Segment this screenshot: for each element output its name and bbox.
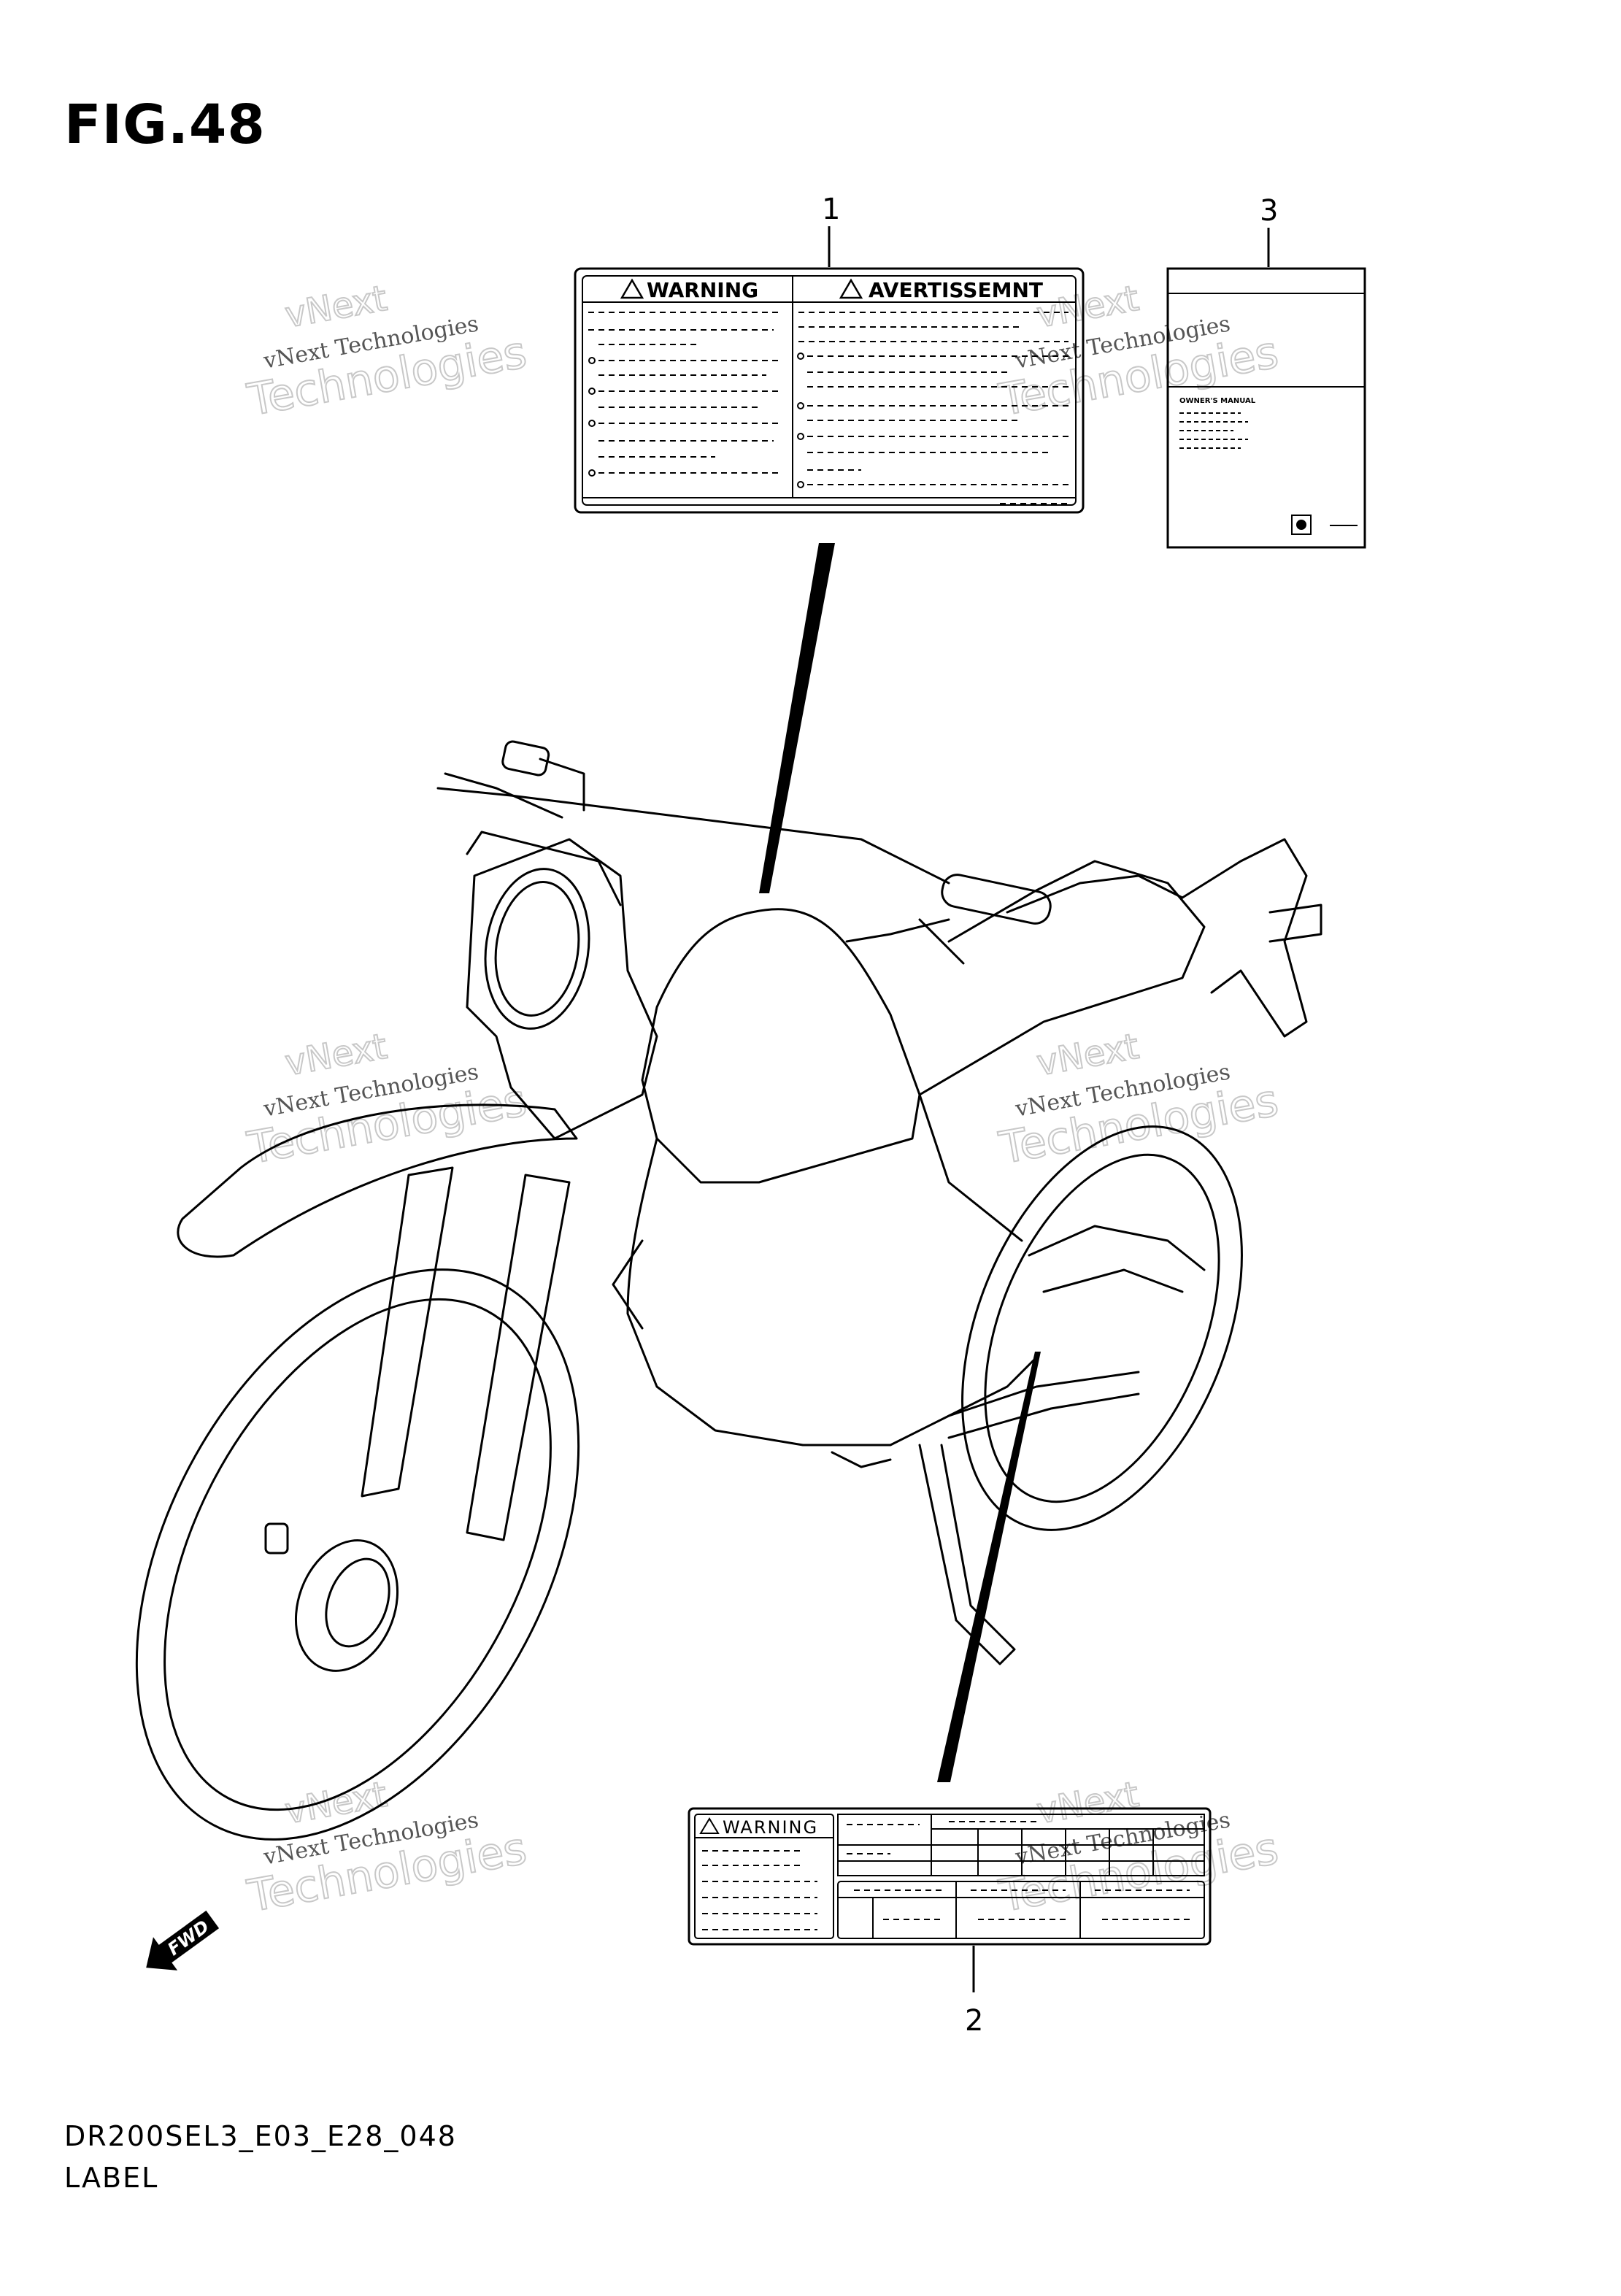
label-1-right-heading: AVERTISSEMNT [869,278,1043,302]
label-1-pointer [759,543,835,893]
label-2-heading: WARNING [723,1817,818,1838]
label-1-warning-decal [574,267,1085,514]
watermark-large-line1: vNext [1034,1774,1142,1833]
label-3-heading: OWNER'S MANUAL [1179,397,1256,405]
watermark-large-line1: vNext [1034,278,1142,336]
callout-1: 1 [822,193,840,226]
watermark-large-line1: vNext [282,1026,390,1085]
watermark-large-line1: vNext [282,278,390,336]
fwd-arrow-icon: FWD [146,1910,220,1971]
callout-2: 2 [965,2004,983,2038]
label-3-owners-manual [1166,267,1366,549]
figure-title: FIG.48 [64,93,266,156]
watermark-large-line1: vNext [282,1774,390,1833]
suzuki-logo-icon [1296,520,1306,530]
figure-code: DR200SEL3_E03_E28_048 [64,2120,457,2152]
watermark-large-line1: vNext [1034,1026,1142,1085]
label-1-left-heading: WARNING [647,278,758,302]
motorcycle-drawing [135,740,1322,1841]
fwd-arrow-label: FWD [164,1916,213,1960]
figure-name: LABEL [64,2162,159,2194]
label-2-info-decal [688,1807,1212,1946]
label-2-pointer [937,1352,1041,1782]
callout-3: 3 [1260,194,1278,228]
